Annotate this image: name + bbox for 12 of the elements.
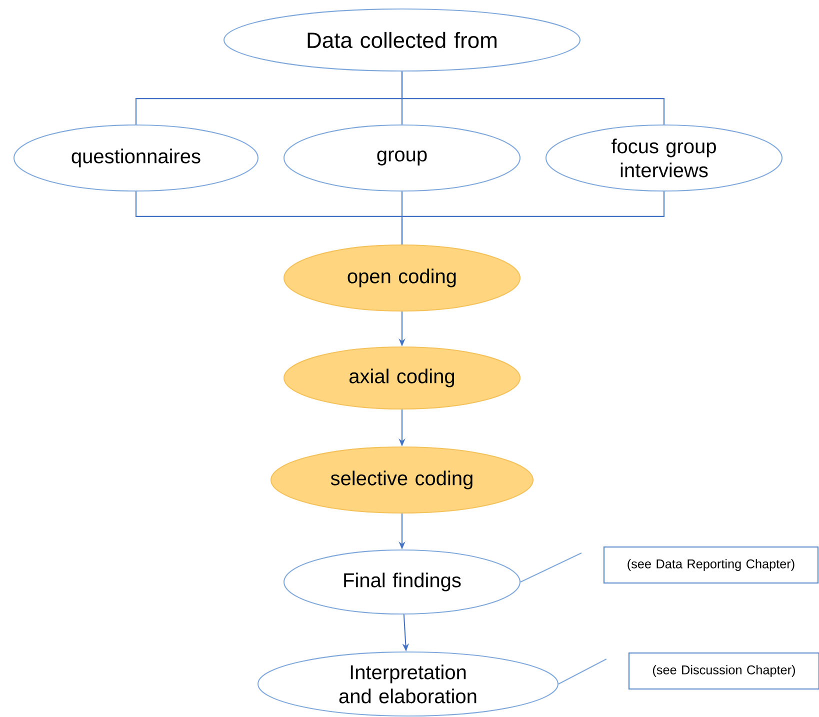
bracket-line — [401, 192, 665, 244]
bracket-line — [401, 72, 665, 124]
note-box: (see Data Reporting Chapter) — [603, 546, 819, 584]
leader-line — [558, 658, 607, 684]
ellipse-node: Interpretation and elaboration — [257, 651, 559, 717]
ellipse-node: questionnaires — [13, 124, 259, 192]
ellipse-node: Data collected from — [223, 8, 581, 72]
leader-line — [520, 552, 582, 582]
ellipse-node: focus group interviews — [545, 124, 783, 192]
ellipse-node: Final findings — [283, 549, 521, 615]
note-box: (see Discussion Chapter) — [628, 652, 819, 690]
ellipse-node: group — [283, 124, 521, 192]
